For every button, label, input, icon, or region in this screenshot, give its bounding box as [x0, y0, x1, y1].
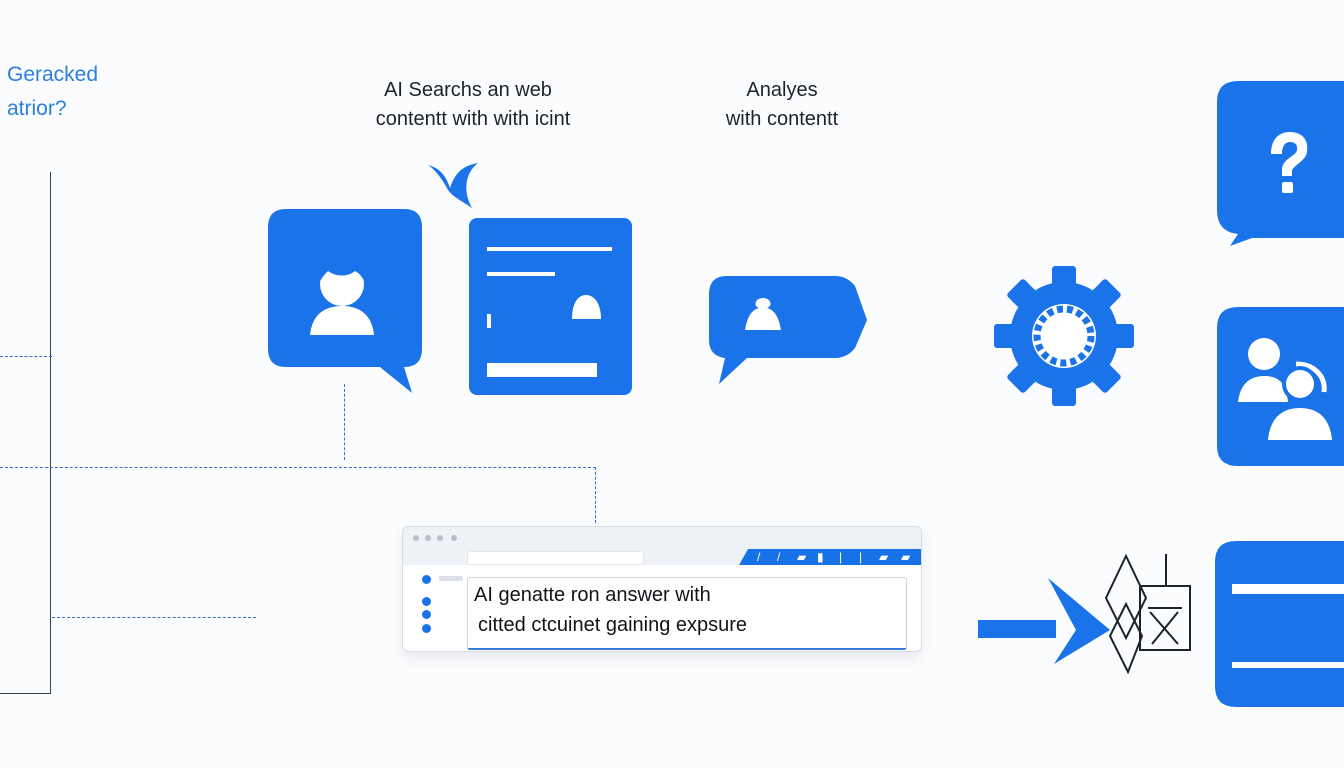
shape-icon: ▰ [901, 550, 911, 564]
browser-window: / / ▰ ▮ | | ▰ ▰ AI genatte ron answer wi… [402, 526, 922, 652]
connector-line [344, 384, 345, 460]
address-bar[interactable] [467, 551, 644, 565]
answer-line-1: AI genatte ron answer with [474, 584, 711, 606]
browser-toolbar: / / ▰ ▮ | | ▰ ▰ [403, 527, 921, 565]
window-dot [451, 535, 457, 541]
sidebar-dot [422, 597, 431, 606]
query-label-line2: atrior? [7, 97, 67, 120]
shapes-icon [1100, 552, 1196, 674]
window-dot [425, 535, 431, 541]
sidebar-dot [422, 575, 431, 584]
question-bubble-icon [1216, 80, 1344, 246]
step-1-subtitle: contentt with with icint [375, 108, 571, 130]
arrow-right-icon [976, 576, 1112, 668]
sidebar-dot [422, 610, 431, 619]
pen-icon: / [777, 550, 781, 564]
connector-line [595, 467, 596, 523]
chevron-down-icon [426, 160, 488, 212]
window-icon [1214, 540, 1344, 708]
bar-icon: | [859, 550, 863, 564]
window-dot [413, 535, 419, 541]
step-2-subtitle: with contentt [725, 108, 839, 130]
toolbar-strip: / / ▰ ▮ | | ▰ ▰ [739, 549, 921, 565]
timeline-line [50, 172, 51, 694]
gear-icon [988, 264, 1140, 408]
users-bubble-icon [1216, 306, 1344, 468]
shape-icon: ▰ [879, 550, 889, 564]
pen-icon: / [757, 550, 761, 564]
connector-line [0, 356, 52, 357]
step-2-title: Analyes [746, 79, 818, 101]
sidebar-dot [422, 624, 431, 633]
timeline-base-line [0, 693, 51, 694]
sidebar-bar [439, 576, 463, 581]
query-label-line1: Geracked [7, 63, 99, 86]
answer-box: AI genatte ron answer with citted ctcuin… [467, 577, 907, 650]
step-1-title: AI Searchs an web [384, 79, 552, 101]
text-icon: ▮ [817, 550, 824, 564]
answer-line-2: citted ctcuinet gaining expsure [478, 614, 748, 636]
web-document-icon [468, 217, 633, 397]
user-chat-bubble-icon [266, 207, 426, 399]
chat-bubble-icon [707, 274, 869, 386]
shape-icon: ▰ [797, 550, 807, 564]
connector-line [52, 617, 256, 618]
bar-icon: | [839, 550, 843, 564]
window-dot [437, 535, 443, 541]
connector-line [0, 467, 596, 468]
